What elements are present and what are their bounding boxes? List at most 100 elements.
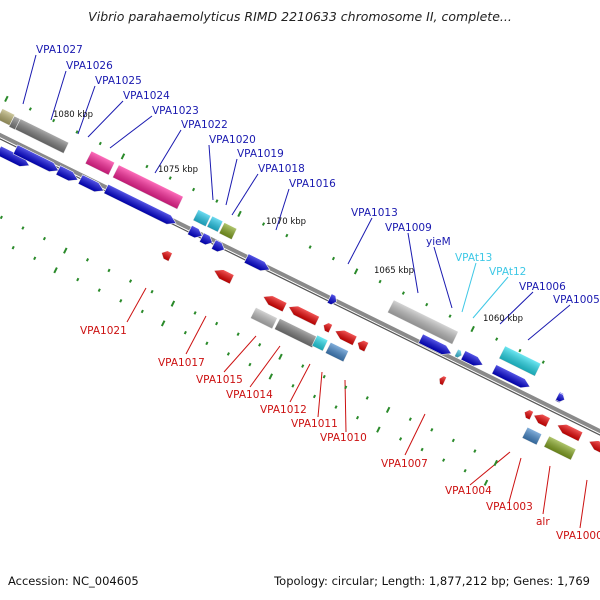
tick-mark (128, 279, 133, 283)
kbp-marks: 1080 kbp 1075 kbp 1070 kbp 1065 kbp 1060… (53, 110, 523, 324)
gene-arrow[interactable] (243, 253, 272, 274)
gene-arrow[interactable] (355, 338, 370, 353)
gene-box[interactable] (311, 334, 329, 352)
gene-box[interactable] (84, 150, 116, 176)
gene-label[interactable]: VPA1016 (289, 178, 336, 190)
gene-arrow[interactable] (418, 333, 454, 358)
gene-arrow[interactable] (587, 437, 600, 456)
tick-mark (378, 279, 382, 284)
gene-arrow[interactable] (321, 321, 333, 334)
gene-label[interactable]: VPA1014 (226, 389, 273, 401)
gene-label[interactable]: VPA1003 (486, 501, 533, 513)
tick-mark (278, 353, 283, 360)
tick-mark (322, 374, 326, 379)
gene-arrow[interactable] (555, 421, 584, 442)
gene-label[interactable]: VPA1010 (320, 432, 367, 444)
tick-mark (344, 385, 348, 390)
gene-box[interactable] (218, 222, 238, 240)
gene-label[interactable]: VPA1012 (260, 404, 307, 416)
trna-label[interactable]: VPAt12 (489, 266, 526, 278)
tick-mark (145, 164, 149, 169)
gene-arrow[interactable] (12, 144, 60, 175)
gene-label[interactable]: alr (536, 516, 550, 528)
gene-arrow[interactable] (77, 174, 106, 195)
gene-arrow[interactable] (326, 293, 339, 307)
tick-mark (215, 321, 219, 326)
gene-arrow[interactable] (491, 364, 532, 392)
gene-label[interactable]: VPA1009 (385, 222, 432, 234)
gene-box[interactable] (387, 299, 459, 345)
gene-label[interactable]: VPA1027 (36, 44, 83, 56)
tick-mark (308, 245, 312, 249)
gene-label[interactable]: VPA1023 (152, 105, 199, 117)
gene-label[interactable]: VPA1011 (291, 418, 338, 430)
gene-label[interactable]: VPA1025 (95, 75, 142, 87)
gene-label[interactable]: VPA1021 (80, 325, 127, 337)
chromosome-backbone (0, 132, 600, 436)
tick-mark (215, 199, 219, 203)
gene-arrow[interactable] (55, 165, 80, 185)
tick-mark (376, 426, 381, 433)
gene-arrow[interactable] (211, 239, 226, 254)
gene-label[interactable]: VPA1018 (258, 163, 305, 175)
gene-arrow[interactable] (199, 232, 214, 247)
scale-ticks (0, 95, 545, 486)
gene-label[interactable]: VPA1022 (181, 119, 228, 131)
tick-mark (301, 364, 305, 368)
tick-mark (193, 311, 197, 315)
gene-box[interactable] (112, 164, 184, 210)
tick-mark (140, 309, 144, 314)
gene-box[interactable] (543, 435, 577, 461)
leader-lines (22, 54, 588, 529)
gene-label[interactable]: VPA1015 (196, 374, 243, 386)
tick-mark (401, 291, 405, 295)
kbp-label: 1070 kbp (266, 217, 306, 227)
gene-arrow[interactable] (286, 302, 320, 326)
tick-mark (120, 153, 126, 160)
tick-mark (42, 236, 47, 241)
gene-label[interactable]: VPA1017 (158, 357, 205, 369)
gene-arrow[interactable] (261, 292, 288, 313)
tick-mark (331, 256, 336, 261)
gene-arrow[interactable] (187, 225, 205, 240)
gene-arrow[interactable] (437, 375, 448, 386)
map-title: Vibrio parahaemolyticus RIMD 2210633 chr… (88, 9, 512, 24)
tick-mark (28, 107, 32, 111)
gene-arrow[interactable] (532, 411, 551, 428)
gene-label[interactable]: VPA1006 (519, 281, 566, 293)
trna-arrow[interactable] (454, 348, 464, 359)
gene-box[interactable] (521, 426, 543, 446)
gene-label[interactable]: yieM (426, 236, 451, 248)
gene-box[interactable] (14, 118, 70, 154)
gene-box[interactable] (250, 306, 278, 330)
gene-box[interactable] (206, 215, 224, 233)
gene-label[interactable]: VPA1000 (556, 530, 600, 542)
gene-label[interactable]: VPA1026 (66, 60, 113, 72)
tick-mark (268, 373, 274, 380)
gene-box[interactable] (274, 317, 318, 349)
gene-arrow[interactable] (522, 408, 534, 421)
gene-arrow[interactable] (460, 350, 485, 370)
gene-label[interactable]: VPA1004 (445, 485, 492, 497)
gene-arrow[interactable] (103, 183, 178, 227)
tick-mark (52, 118, 56, 123)
gene-label[interactable]: VPA1007 (381, 458, 428, 470)
gene-arrow[interactable] (160, 249, 173, 262)
gene-box[interactable] (324, 341, 350, 363)
tick-mark (493, 459, 498, 467)
gene-label[interactable]: VPA1024 (123, 90, 170, 102)
gene-label[interactable]: VPA1005 (553, 294, 600, 306)
tick-mark (0, 215, 3, 220)
gene-label[interactable]: VPA1020 (209, 134, 256, 146)
gene-label[interactable]: VPA1013 (351, 207, 398, 219)
gene-arrow[interactable] (212, 266, 235, 285)
tick-mark (451, 438, 455, 443)
gene-label[interactable]: VPA1019 (237, 148, 284, 160)
tick-mark (21, 226, 25, 230)
gene-box[interactable] (498, 345, 542, 377)
gene-arrow[interactable] (333, 327, 358, 346)
gene-box[interactable] (192, 209, 212, 227)
tick-mark (420, 447, 424, 452)
trna-label[interactable]: VPAt13 (455, 252, 492, 264)
gene-arrow[interactable] (555, 392, 567, 404)
